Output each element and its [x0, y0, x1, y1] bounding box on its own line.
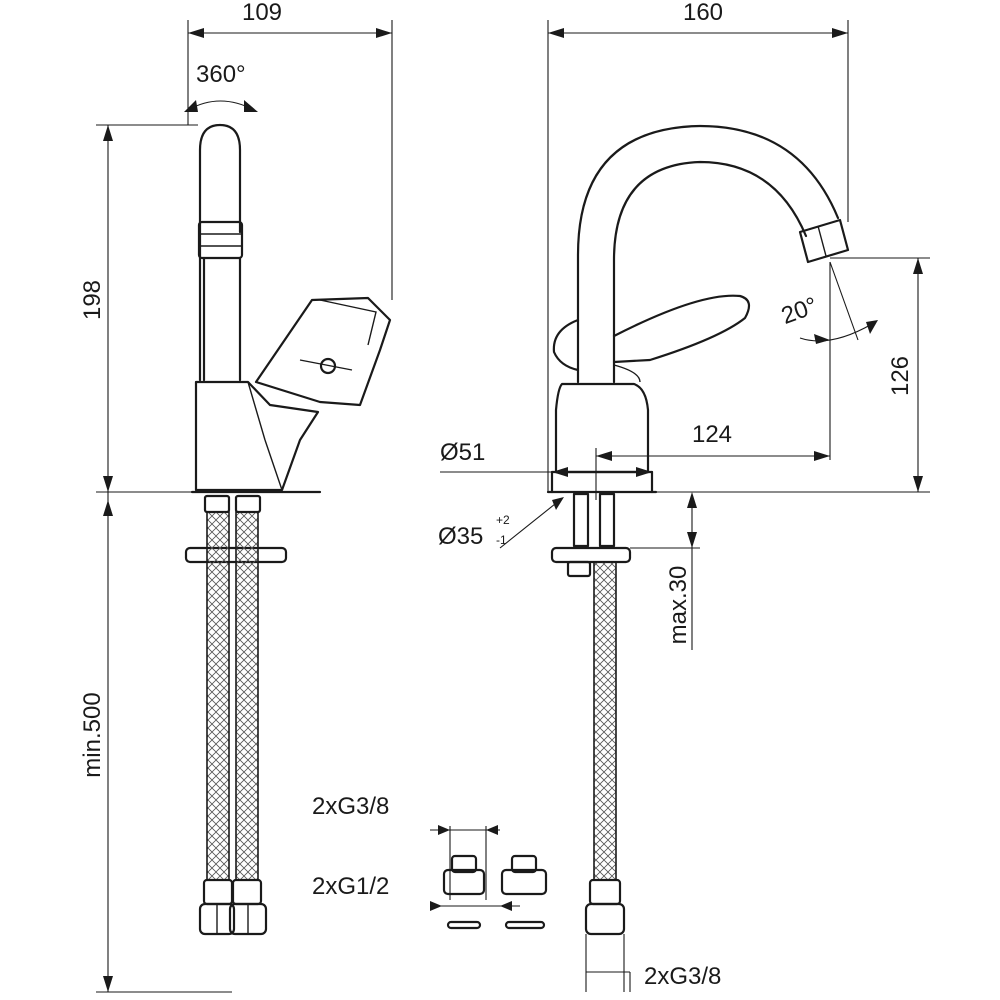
front-view [546, 124, 850, 936]
dim-reach: 124 [692, 421, 732, 448]
washer-left [446, 920, 482, 930]
washer-right [504, 920, 546, 930]
dim-hose-length: min.500 [79, 692, 106, 777]
front-body [554, 382, 650, 474]
dim-height-total: 198 [79, 280, 106, 320]
dim-tilt-angle: 20° [778, 292, 821, 330]
side-hose-left [206, 511, 230, 881]
front-spout [576, 124, 840, 384]
front-dimensions [440, 20, 930, 992]
side-lever [254, 296, 392, 407]
side-hose-right [235, 511, 259, 881]
front-aerator [798, 218, 850, 264]
dim-spout-height: 126 [887, 356, 914, 396]
dim-rotation: 360° [196, 61, 246, 88]
side-body [194, 380, 320, 492]
dim-width-left: 109 [242, 0, 282, 26]
side-dimensions [96, 20, 393, 993]
hole-tolerance-plus: +2 [496, 513, 510, 527]
svg-text:Ø35: Ø35 [438, 523, 483, 550]
front-fixing-plate [550, 546, 632, 564]
adapter-left [450, 854, 478, 874]
thread-hose-ends: 2xG3/8 [312, 793, 389, 820]
dim-max-deck-thickness: max.30 [665, 566, 692, 645]
side-lever-screw [319, 357, 337, 375]
adapter-right [510, 854, 538, 874]
dim-hole-diameter: Ø35 +2 -1 [438, 513, 510, 550]
dim-base-diameter: Ø51 [440, 439, 485, 466]
front-lever [612, 294, 751, 364]
thread-bottom: 2xG3/8 [644, 963, 721, 990]
hole-tolerance-minus: -1 [496, 533, 507, 547]
front-hose [593, 561, 617, 881]
dim-width-right: 160 [683, 0, 723, 26]
thread-adapter: 2xG1/2 [312, 873, 389, 900]
side-aerator [197, 220, 244, 260]
adapters [430, 825, 548, 930]
side-view [184, 123, 392, 936]
side-spout-tube [198, 123, 242, 382]
